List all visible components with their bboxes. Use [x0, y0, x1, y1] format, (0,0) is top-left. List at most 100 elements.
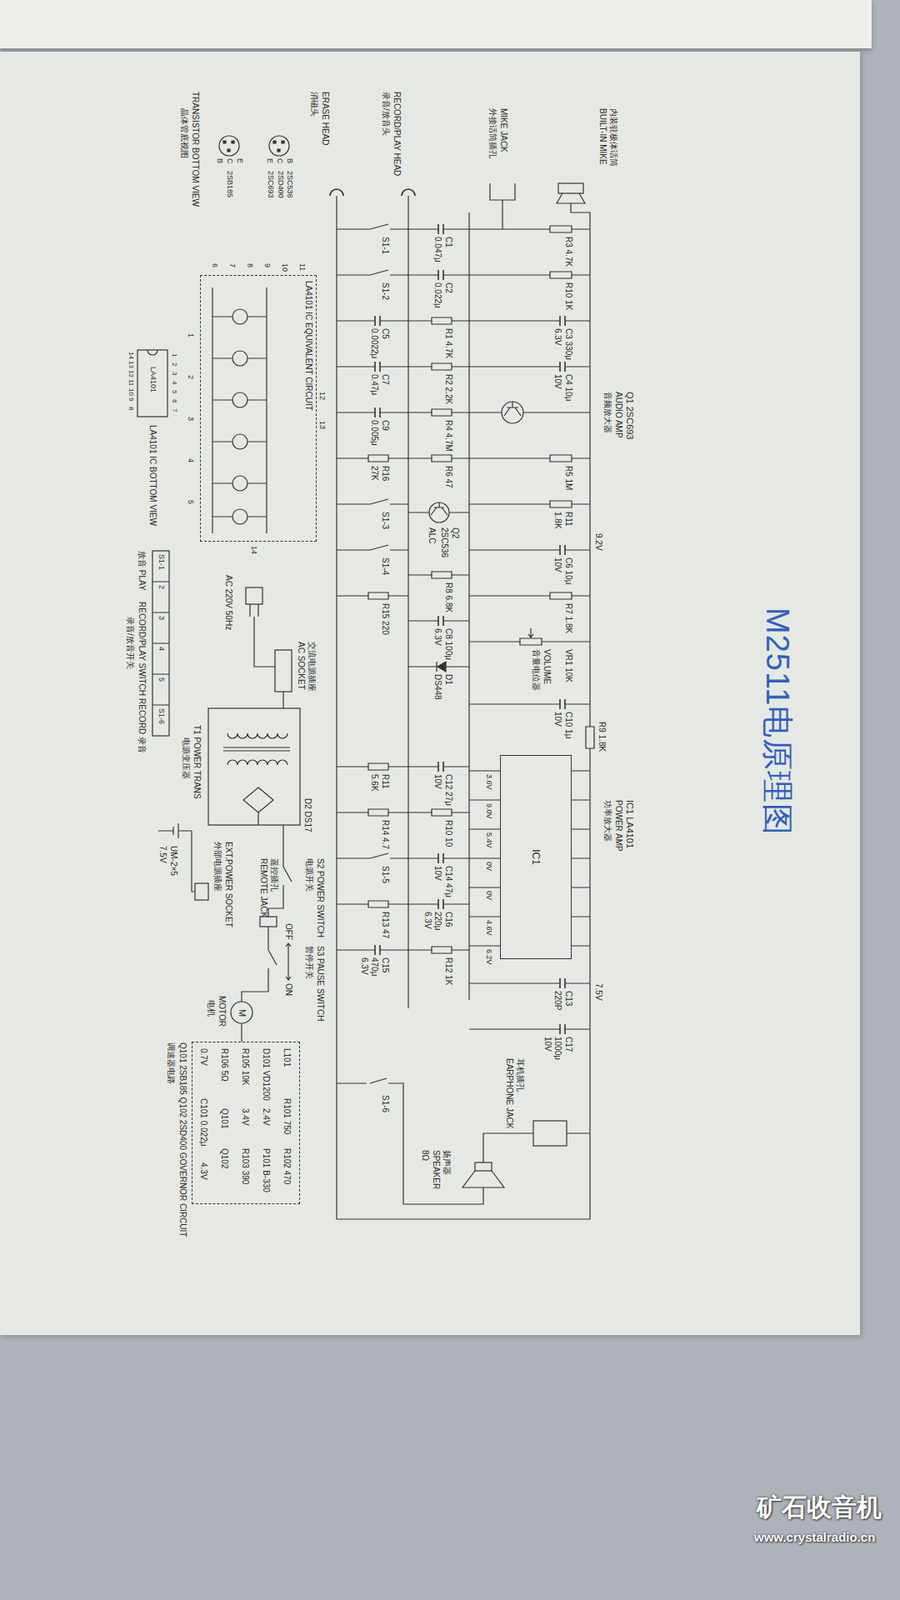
component-label: 遥控插孔 [269, 858, 280, 892]
component-label: R7 1.8K [563, 603, 575, 634]
remote-jack-symbol [260, 916, 277, 927]
transistor-symbol [232, 350, 248, 366]
switch-table [152, 550, 170, 736]
component-label: ERASE HEAD [320, 91, 331, 145]
component-label: E [265, 158, 275, 164]
component-label: 8 [245, 263, 255, 268]
transistor-pins [223, 140, 285, 152]
component-label: 功率放大器 [602, 800, 614, 842]
component-label: 3.6V [484, 774, 494, 790]
component-label: 录音/放音头 [380, 91, 392, 136]
component-label: 4.6V [484, 920, 494, 936]
component-label: R10 1K [563, 282, 575, 310]
component-label: 14 [249, 545, 259, 555]
component-label: OFF [283, 923, 295, 940]
transistor-symbol [232, 434, 248, 450]
component-label: B [215, 158, 225, 164]
diode-bar [435, 661, 437, 672]
component-label: C [275, 158, 285, 165]
component-label: C7 0.47μ [369, 374, 390, 406]
component-label: Q2 2SC536 [439, 527, 460, 563]
component-label: 内装驻极体话筒 [608, 108, 620, 167]
component-label: D101 VD1200 [260, 1048, 272, 1101]
component-label: 音量电位器 [530, 649, 542, 691]
erase-head-symbol [330, 189, 344, 196]
component-label: R16 27K [369, 465, 390, 498]
component-label: ALC [426, 527, 438, 544]
node-text-group: LA4101 IC EQUIVALENT CIRCUIT [304, 280, 314, 411]
component-label: R5 1M [563, 465, 575, 490]
component-label: D2 DS17 [302, 798, 314, 833]
component-label: 0V [484, 890, 494, 900]
component-label: 放音 PLAY [136, 550, 148, 591]
component-label: C15 470μ 6.3V [359, 957, 391, 990]
component-label: MOTOR [216, 995, 228, 1027]
component-label: 7.5V [593, 983, 605, 1001]
component-label: 5 [170, 390, 179, 394]
component-label: 0V [484, 861, 494, 871]
component-label: C12 27μ 10V [432, 774, 454, 806]
transistor-outline [269, 135, 290, 156]
component-label: 0.7V [198, 1048, 210, 1066]
component-label: C101 0.022μ [198, 1098, 210, 1146]
component-label: VOLUME [541, 649, 553, 685]
component-label: MIKE JACK [498, 108, 510, 153]
component-label: S1-6 [156, 708, 166, 725]
component-label: P101 B-330 [260, 1148, 272, 1193]
component-label: C1 0.047μ [432, 236, 454, 269]
component-label: ON [283, 983, 295, 996]
block-label: LA4101 IC EQUIVALENT CIRCUIT [304, 280, 314, 411]
circuit-block: LA4101 IC EQUIVALENT CIRCUIT [200, 275, 317, 542]
transformer-frame [208, 708, 300, 825]
component-label: 电源开关 [304, 858, 315, 892]
transformer-coils [223, 733, 290, 765]
component-label: 11 [126, 379, 135, 386]
node-text-group: Q101 2SB185 Q102 2SD400 GOVERNOR CIRCUIT… [165, 1042, 189, 1237]
ic-package [137, 350, 168, 417]
component-label: 5 [185, 500, 195, 505]
component-label: 7.5V [157, 845, 169, 864]
component-label: C5 0.0022μ [369, 328, 390, 360]
component-label: VR1 10K [563, 649, 575, 683]
rail-wires [336, 195, 590, 1220]
component-label: R14 4.7 [380, 820, 391, 850]
component-label: M [235, 1009, 248, 1017]
component-label: S1-6 [380, 1095, 391, 1113]
component-label: 13 [126, 360, 135, 369]
component-label: S1-3 [380, 511, 391, 530]
volume-wiper [528, 628, 534, 638]
component-label: POWER AMP [613, 800, 625, 852]
component-label: R103 390 [240, 1148, 251, 1185]
component-label: 录音/放音开关 [125, 616, 136, 670]
transistor-inner [504, 401, 521, 416]
component-label: 2 [156, 585, 166, 590]
component-label: L101 [281, 1048, 293, 1067]
component-label: R101 750 [281, 1098, 293, 1135]
component-label: E [235, 158, 245, 164]
resistor-symbols [368, 225, 595, 954]
component-label: C9 0.005μ [369, 420, 390, 452]
component-label: 扬声器 [441, 1150, 453, 1175]
component-label: 3.4V [240, 1108, 251, 1126]
component-label: C6 10μ 10V [552, 557, 574, 590]
component-label: EARPHONE JACK [504, 1058, 515, 1129]
circuit-block: IC1 [500, 755, 572, 960]
transistor-symbol [232, 509, 248, 525]
component-label: 音频放大器 [602, 391, 614, 434]
transistor-inner [430, 502, 448, 515]
component-label: 10 [126, 388, 135, 396]
component-label: Q1 2SC693 [623, 391, 635, 440]
ac-plug [245, 587, 263, 605]
motor-symbol [230, 1001, 253, 1024]
component-label: C8 100μ 6.3V [432, 628, 454, 660]
component-label: 1 [170, 353, 179, 357]
component-label: R3 4.7K [563, 236, 575, 267]
watermark: www.crystalradio.cn [754, 1530, 875, 1546]
component-label: 5.4V [484, 832, 494, 849]
branch-wires [336, 229, 590, 1030]
component-label: 外接话筒插孔 [487, 108, 499, 159]
component-label: Q102 [219, 1148, 230, 1169]
equivalent-transistors [232, 309, 248, 525]
component-label: 8 [126, 406, 135, 410]
